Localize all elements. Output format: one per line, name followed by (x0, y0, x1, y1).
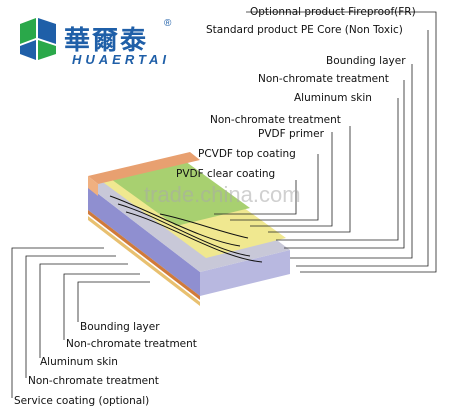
leader-lines-top (214, 11, 437, 273)
label-pcvdf-top-coating: PCVDF top coating (198, 148, 296, 160)
logo: 華爾泰 ® HUAERTAI (20, 14, 190, 74)
label-bounding-layer-bottom: Bounding layer (80, 321, 160, 333)
label-pvdf-clear-coating: PVDF clear coating (176, 168, 276, 180)
panel-core-side (88, 186, 200, 296)
label-non-chromate-top-2: Non-chromate treatment (210, 114, 341, 126)
label-non-chromate-bottom-2: Non-chromate treatment (28, 375, 159, 387)
watermark: trade.china.com (144, 182, 301, 207)
registered-mark: ® (164, 18, 172, 29)
layer-edge-lines (109, 195, 263, 263)
label-bounding-layer-top: Bounding layer (326, 55, 406, 67)
leader-lines-bottom (11, 247, 150, 398)
label-aluminum-skin-bottom: Aluminum skin (40, 356, 118, 368)
label-service-coating: Service coating (optional) (14, 395, 150, 407)
label-non-chromate-bottom-1: Non-chromate treatment (66, 338, 197, 350)
panel-bottom-stripe (88, 216, 200, 306)
huaertai-logo-icon (20, 18, 56, 60)
brand-chinese-name: 華爾泰 (64, 26, 149, 56)
panel-front-face (200, 250, 290, 296)
label-pvdf-primer: PVDF primer (258, 128, 324, 140)
brand-english-name: HUAERTAI (72, 52, 170, 67)
label-fireproof-core: Optionnal product Fireproof(FR) (250, 6, 416, 18)
panel-top-coating (88, 152, 200, 184)
label-pe-core: Standard product PE Core (Non Toxic) (206, 24, 403, 36)
panel-top-coating-face (88, 176, 98, 196)
label-non-chromate-top-1: Non-chromate treatment (258, 73, 389, 85)
panel-bottom-skin (88, 210, 200, 300)
label-aluminum-skin-top: Aluminum skin (294, 92, 372, 104)
